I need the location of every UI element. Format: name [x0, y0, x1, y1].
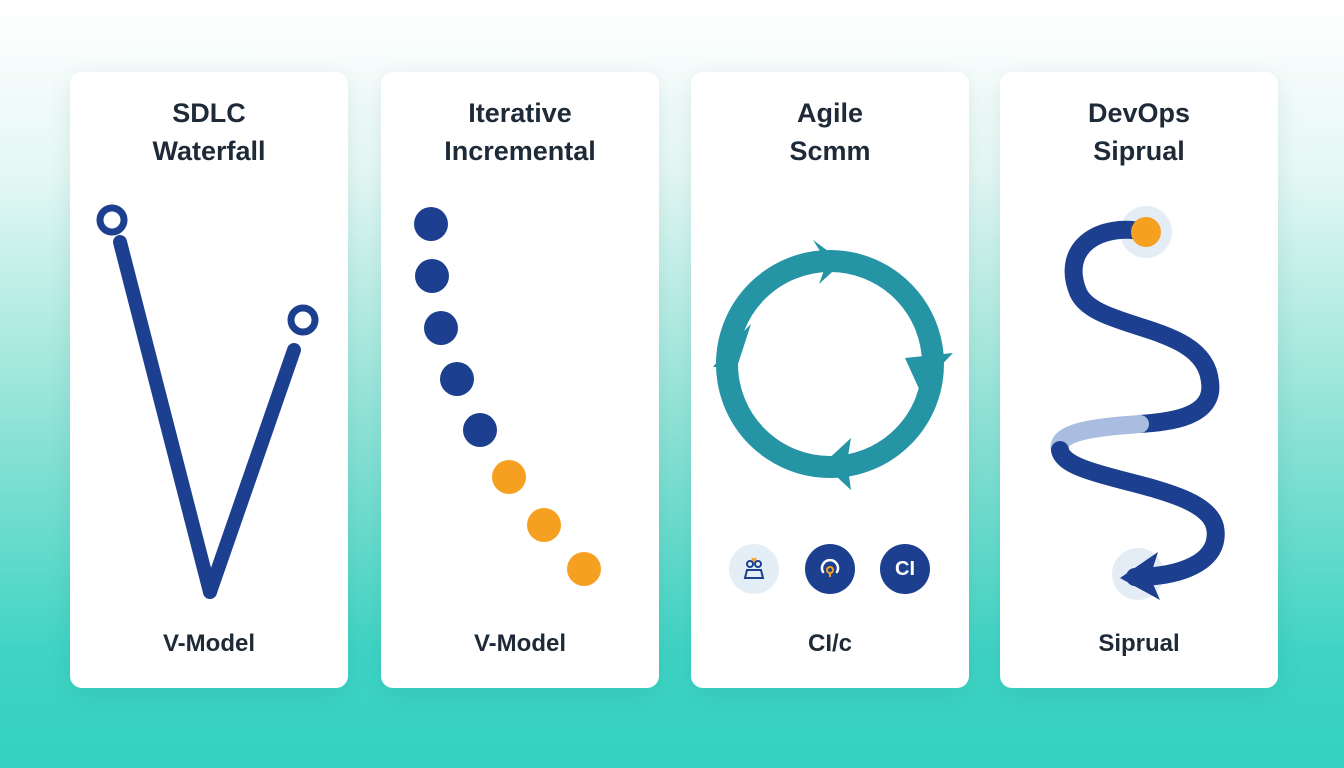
card-subtitle: Scmm	[789, 136, 871, 166]
spiral-upper-stroke	[1064, 220, 1220, 433]
card-sdlc-waterfall: SDLC Waterfall V-Model	[70, 72, 348, 688]
card-footer: V-Model	[473, 630, 566, 657]
card-devops: DevOps Siprual Siprual	[1000, 72, 1278, 688]
spiral-start-node	[1131, 217, 1161, 247]
card-agile: Agile Scmm CI CI/c	[691, 72, 969, 688]
spiral-light-segment	[1050, 415, 1149, 459]
dot	[463, 413, 497, 447]
card-title: Iterative	[468, 98, 572, 128]
card-title: DevOps	[1087, 98, 1191, 128]
dot	[527, 508, 561, 542]
v-left-stroke	[113, 235, 217, 599]
cycle-arrowhead	[813, 240, 843, 284]
dot	[414, 207, 448, 241]
card-title: Agile	[796, 98, 863, 128]
cycle-arrowhead	[905, 353, 953, 402]
dot	[415, 259, 449, 293]
dot	[424, 311, 458, 345]
dot	[492, 460, 526, 494]
card-iterative-incremental: Iterative Incremental V-Model	[381, 72, 659, 688]
v-start-node	[96, 204, 128, 236]
icon-row: CI	[691, 544, 969, 600]
v-right-stroke	[203, 343, 301, 599]
cycle-ring	[716, 250, 944, 478]
card-title: SDLC	[172, 98, 246, 128]
card-subtitle: Incremental	[444, 136, 596, 166]
card-footer: CI/c	[807, 630, 852, 657]
card-footer: V-Model	[162, 630, 255, 657]
card-subtitle: Siprual	[1093, 136, 1185, 166]
team-icon	[729, 544, 779, 594]
cycle-arrowhead	[713, 324, 751, 367]
dot	[567, 552, 601, 586]
cycle-arrowhead	[823, 438, 851, 490]
cycle-figure	[713, 240, 953, 490]
card-subtitle: Waterfall	[152, 136, 266, 166]
v-end-node	[287, 304, 319, 336]
v-model-figure	[96, 204, 319, 599]
spiral-arrowhead	[1120, 552, 1160, 600]
dot	[440, 362, 474, 396]
dot-sequence-figure	[414, 207, 601, 586]
card-footer: Siprual	[1098, 630, 1180, 657]
refresh-icon	[805, 544, 855, 594]
spiral-figure	[1050, 206, 1225, 600]
ci-badge: CI	[880, 544, 930, 594]
spiral-lower-stroke	[1051, 441, 1225, 586]
